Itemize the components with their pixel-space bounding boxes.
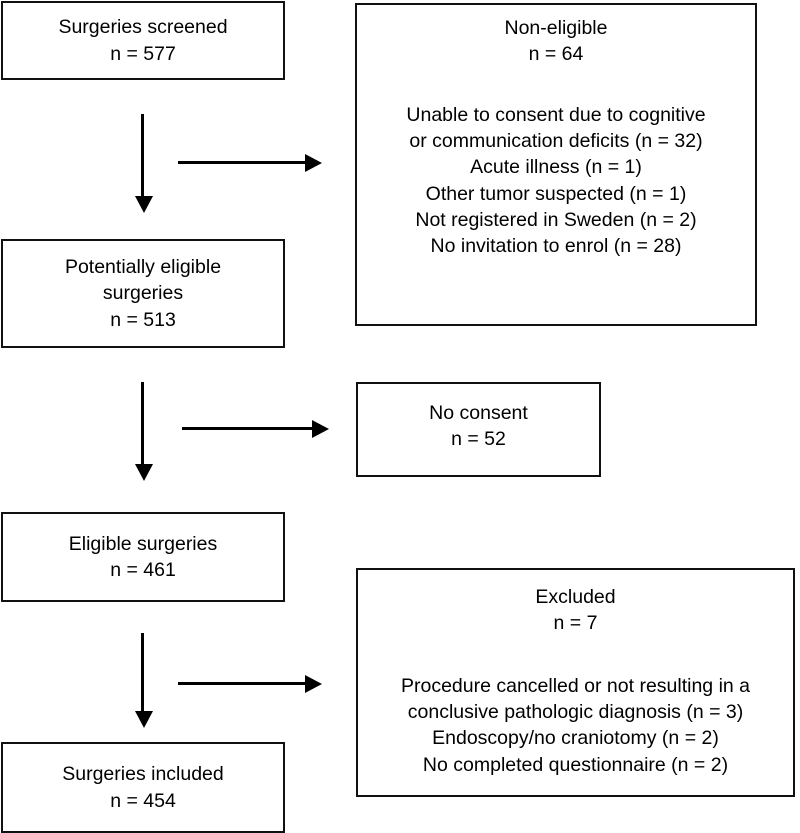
- node-noneligible-reasons: Unable to consent due to cognitive or co…: [357, 102, 755, 260]
- node-noconsent-text: No consent n = 52: [358, 400, 599, 453]
- node-excluded: Excluded n = 7 Procedure cancelled or no…: [356, 568, 795, 797]
- node-potential-text: Potentially eligible surgeries n = 513: [3, 254, 283, 333]
- reason-line: No invitation to enrol (n = 28): [430, 235, 682, 258]
- node-non-eligible: Non-eligible n = 64 Unable to consent du…: [355, 3, 757, 326]
- node-excluded-count: n = 7: [553, 612, 598, 635]
- node-screened-text: Surgeries screened n = 577: [3, 14, 283, 67]
- node-eligible-text: Eligible surgeries n = 461: [3, 531, 283, 584]
- node-potentially-eligible-surgeries: Potentially eligible surgeries n = 513: [1, 239, 285, 348]
- arrow-eligible-to-excluded-shaft: [178, 682, 306, 685]
- node-screened-title: Surgeries screened: [58, 16, 228, 39]
- arrow-eligible-to-excluded-head: [305, 675, 322, 693]
- node-potential-title-line1: Potentially eligible: [64, 256, 222, 279]
- node-surgeries-screened: Surgeries screened n = 577: [1, 1, 285, 80]
- arrow-potential-to-eligible-shaft: [141, 382, 144, 466]
- node-excluded-title: Excluded: [535, 586, 616, 608]
- node-surgeries-included: Surgeries included n = 454: [1, 742, 285, 833]
- reason-line: Other tumor suspected (n = 1): [425, 182, 687, 205]
- node-no-consent: No consent n = 52: [356, 382, 601, 477]
- node-screened-count: n = 577: [110, 42, 176, 65]
- arrow-potential-to-noconsent-shaft: [182, 427, 313, 430]
- node-potential-title-line2: surgeries: [102, 282, 184, 305]
- node-eligible-count: n = 461: [110, 559, 176, 581]
- reason-line: or communication deficits (n = 32): [409, 129, 703, 152]
- node-excluded-reasons: Procedure cancelled or not resulting in …: [358, 673, 793, 778]
- reason-line: Endoscopy/no craniotomy (n = 2): [432, 727, 719, 750]
- node-included-text: Surgeries included n = 454: [3, 761, 283, 814]
- node-eligible-title: Eligible surgeries: [68, 532, 218, 555]
- arrow-potential-to-noconsent-head: [312, 420, 329, 438]
- arrow-screened-to-potential-shaft: [141, 114, 144, 198]
- node-noneligible-title: Non-eligible: [504, 17, 608, 39]
- node-noneligible-header: Non-eligible n = 64: [357, 15, 755, 68]
- node-eligible-surgeries: Eligible surgeries n = 461: [1, 512, 285, 602]
- reason-line: Not registered in Sweden (n = 2): [415, 208, 697, 231]
- arrow-potential-to-eligible-head: [135, 464, 153, 481]
- reason-line: No completed questionnaire (n = 2): [422, 753, 729, 776]
- node-included-count: n = 454: [110, 789, 176, 812]
- node-noconsent-count: n = 52: [451, 428, 506, 451]
- arrow-screened-to-noneligible-shaft: [178, 161, 306, 164]
- node-excluded-header: Excluded n = 7: [358, 584, 793, 637]
- reason-line: Unable to consent due to cognitive: [406, 103, 706, 126]
- arrow-eligible-to-included-head: [135, 711, 153, 728]
- node-included-title: Surgeries included: [62, 763, 224, 786]
- node-potential-count: n = 513: [110, 308, 176, 331]
- reason-line: Acute illness (n = 1): [470, 156, 642, 179]
- arrow-screened-to-noneligible-head: [305, 154, 322, 172]
- arrow-eligible-to-included-shaft: [141, 633, 144, 713]
- reason-line: Procedure cancelled or not resulting in …: [400, 674, 751, 697]
- arrow-screened-to-potential-head: [135, 196, 153, 213]
- node-noconsent-title: No consent: [429, 402, 528, 424]
- node-noneligible-count: n = 64: [528, 43, 584, 66]
- reason-line: conclusive pathologic diagnosis (n = 3): [407, 700, 744, 723]
